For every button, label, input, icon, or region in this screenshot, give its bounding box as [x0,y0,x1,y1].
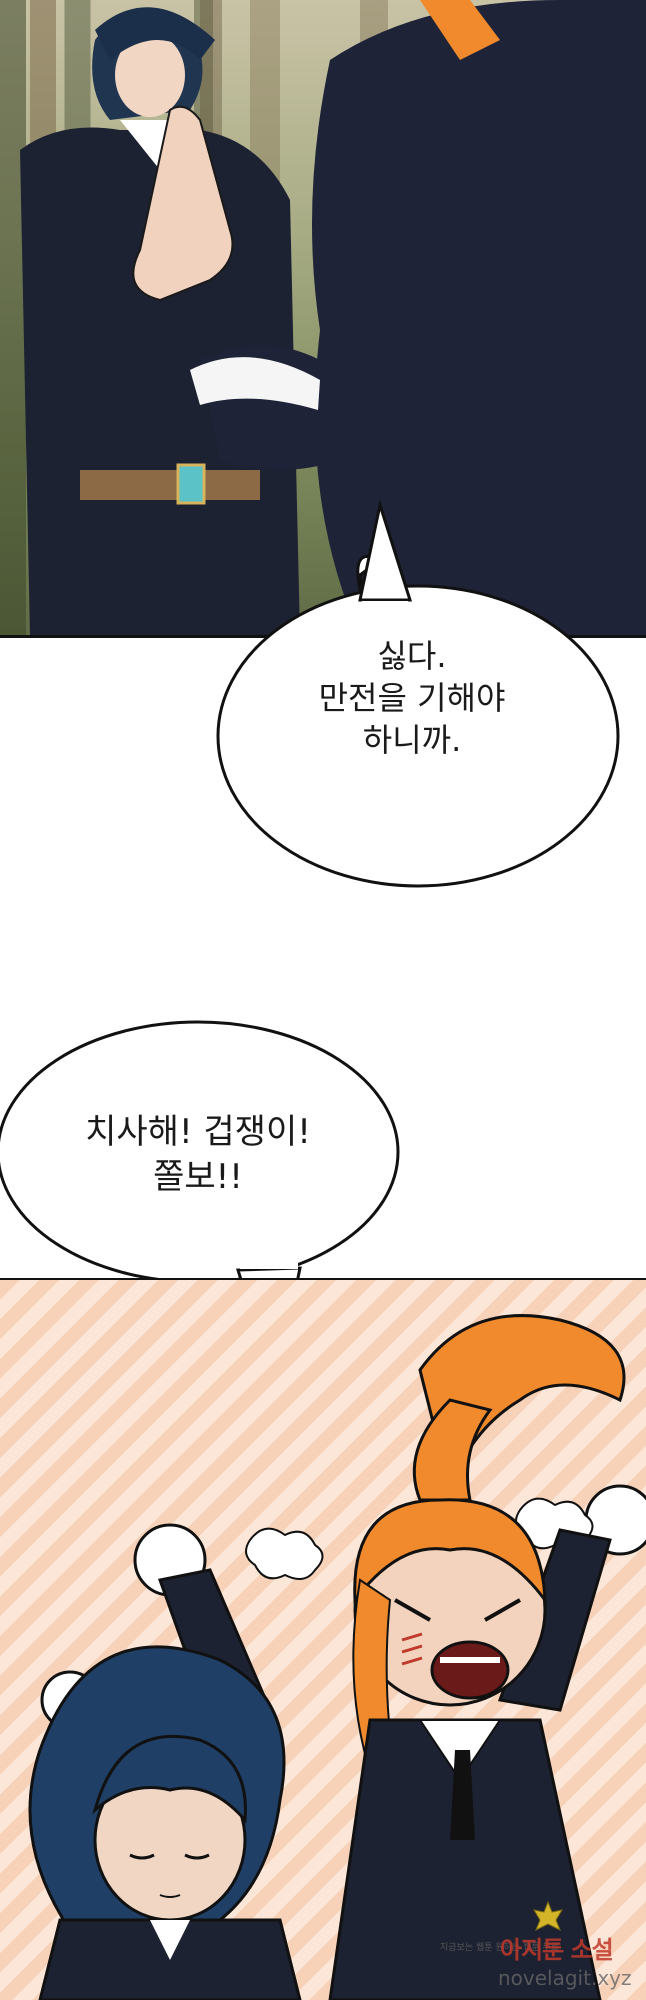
crown-logo-icon [532,1900,564,1932]
site-watermark: 지금보는 웹툰 원하는 웹툰 무료 아지툰 소설 novelagit.xyz [440,1900,640,1995]
bubble-1-line-1: 싫다. [377,637,447,675]
bubble-2-line-1: 치사해! 겁쟁이! [85,1112,311,1152]
chibi-scene-illustration [28,1314,646,2000]
speech-bubble-1: 싫다. 만전을 기해야 하니까. [262,635,562,762]
speech-bubble-2: 치사해! 겁쟁이! 쫄보!! [38,1110,358,1200]
watermark-brand: 아지툰 소설 [500,1936,614,1964]
speech-bubbles-layer [0,499,620,1300]
chibi-panel [0,1280,646,2000]
bubble-1-line-3: 하니까. [362,721,462,760]
bubble-1-line-2: 만전을 기해야 [318,679,506,718]
panel-divider-2 [0,1278,646,1281]
watermark-tagline: 지금보는 웹툰 원하는 웹툰 무료 [440,1943,560,1953]
bubble-2-line-2: 쫄보!! [153,1156,243,1197]
watermark-url: novelagit.xyz [498,1966,632,1990]
